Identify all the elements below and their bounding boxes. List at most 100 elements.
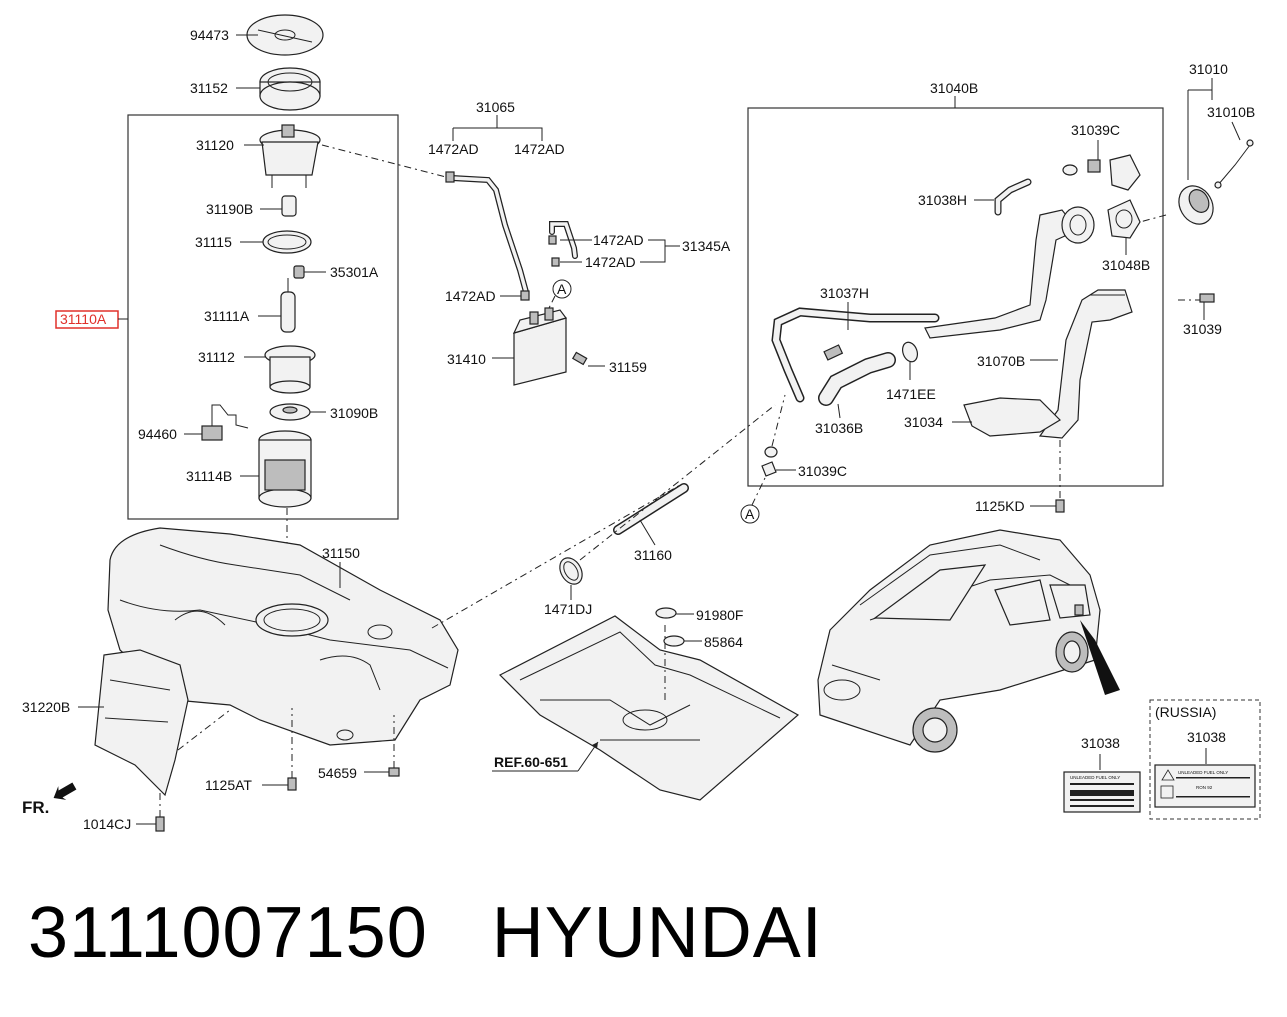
label-31034[interactable]: 31034: [904, 414, 943, 430]
label-35301A[interactable]: 35301A: [330, 264, 379, 280]
label-31120[interactable]: 31120: [196, 137, 234, 153]
label-85864[interactable]: 85864: [704, 634, 743, 650]
label-31114B[interactable]: 31114B: [186, 468, 232, 484]
gasket-94473[interactable]: [246, 14, 324, 56]
clamp-1471DJ[interactable]: [555, 554, 586, 588]
bolt-1125KD[interactable]: [1055, 440, 1065, 513]
label-1472AD-1[interactable]: 1472AD: [428, 141, 479, 157]
bolt-1125AT[interactable]: [287, 708, 297, 791]
strap-31010B[interactable]: [1214, 139, 1254, 189]
footer-title: 3111007150 HYUNDAI: [28, 892, 823, 974]
hose-31036B[interactable]: [818, 352, 896, 406]
bracket-31112[interactable]: [264, 345, 316, 394]
filter-31090B[interactable]: [269, 403, 311, 421]
label-31048B[interactable]: 31048B: [1102, 257, 1150, 273]
label-31039C-top[interactable]: 31039C: [1071, 122, 1120, 138]
canister-31410[interactable]: [512, 307, 568, 386]
connector-35301A[interactable]: [293, 265, 305, 279]
heat-shield-31220B[interactable]: [94, 649, 189, 797]
label-31039[interactable]: 31039: [1183, 321, 1222, 337]
label-54659[interactable]: 54659: [318, 765, 357, 781]
label-31065[interactable]: 31065: [476, 99, 515, 115]
label-1125AT[interactable]: 1125AT: [205, 777, 252, 793]
label-31010[interactable]: 31010: [1189, 61, 1228, 77]
reservoir-31114B[interactable]: [258, 430, 312, 508]
bolt-31159[interactable]: [571, 351, 588, 366]
oring-31115[interactable]: [262, 230, 312, 254]
label-russia[interactable]: (RUSSIA): [1155, 704, 1216, 720]
callout-circle-a-bottom: [740, 504, 760, 524]
callout-circle-a-top: [552, 279, 572, 299]
label-1472AD-4[interactable]: 1472AD: [585, 254, 636, 270]
label-31152[interactable]: 31152: [190, 80, 228, 96]
pipe-31160[interactable]: [613, 483, 689, 535]
label-91980F[interactable]: 91980F: [696, 607, 743, 623]
label-31410[interactable]: 31410: [447, 351, 486, 367]
vapor-pipe-31065[interactable]: [445, 171, 529, 295]
floor-panel[interactable]: [498, 615, 800, 801]
valve-31039[interactable]: [1199, 293, 1215, 303]
label-1471DJ[interactable]: 1471DJ: [544, 601, 592, 617]
valve-31039C-bottom[interactable]: [761, 446, 778, 477]
label-31040B[interactable]: 31040B: [930, 80, 978, 96]
label-1472AD-5[interactable]: 1472AD: [445, 288, 496, 304]
hose-31345A[interactable]: [548, 221, 578, 267]
filler-neck[interactable]: [924, 206, 1095, 339]
label-31039C-bottom[interactable]: 31039C: [798, 463, 847, 479]
part-number: 3111007150: [28, 893, 428, 973]
label-31038-b[interactable]: 31038: [1187, 729, 1226, 745]
label-31038H[interactable]: 31038H: [918, 192, 967, 208]
regulator-31190B[interactable]: [281, 195, 297, 217]
label-31159[interactable]: 31159: [609, 359, 647, 375]
label-94473[interactable]: 94473: [190, 27, 229, 43]
parts-diagram: 94473 31152 31120 31190B: [22, 14, 1261, 832]
label-31070B[interactable]: 31070B: [977, 353, 1025, 369]
label-31115[interactable]: 31115: [195, 234, 232, 250]
bracket-31048B[interactable]: [1107, 199, 1141, 239]
label-31037H[interactable]: 31037H: [820, 285, 869, 301]
label-1014CJ[interactable]: 1014CJ: [83, 816, 131, 832]
label-31345A[interactable]: 31345A: [682, 238, 731, 254]
breather-31038H[interactable]: [994, 178, 1032, 216]
bolt-1014CJ[interactable]: [155, 790, 165, 832]
shield-31034[interactable]: [963, 397, 1061, 437]
label-31010B[interactable]: 31010B: [1207, 104, 1255, 120]
fuel-pump-group: 94473 31152 31120 31190B: [55, 14, 451, 612]
sender-94460[interactable]: [201, 404, 249, 441]
label-31112[interactable]: 31112: [198, 349, 235, 365]
fuel-tank-31150[interactable]: [107, 527, 459, 746]
hose-31037H[interactable]: [771, 307, 940, 403]
front-arrow-icon: [53, 782, 77, 800]
label-31038-a[interactable]: 31038: [1081, 735, 1120, 751]
plug-85864[interactable]: [663, 635, 685, 647]
brand-name: HYUNDAI: [491, 893, 823, 973]
pipe-31070B[interactable]: [1038, 289, 1133, 439]
valve-31039C-top[interactable]: [1062, 154, 1141, 191]
fuel-label-russia-text: UNLEADED FUEL ONLY: [1178, 770, 1228, 775]
label-1125KD[interactable]: 1125KD: [975, 498, 1025, 514]
flange-31120[interactable]: [259, 124, 321, 188]
clamp-1471EE[interactable]: [900, 340, 920, 364]
label-31111A[interactable]: 31111A: [204, 308, 250, 324]
fuel-cap-31010[interactable]: [1172, 180, 1220, 231]
label-fr: FR.: [22, 798, 49, 817]
label-31110A[interactable]: 31110A: [60, 311, 107, 327]
label-1471EE[interactable]: 1471EE: [886, 386, 936, 402]
canister-group: 31065 1472AD 1472AD 1472AD 1472AD 31345A…: [428, 99, 731, 386]
label-94460[interactable]: 94460: [138, 426, 177, 442]
label-1472AD-2[interactable]: 1472AD: [514, 141, 565, 157]
label-31036B[interactable]: 31036B: [815, 420, 863, 436]
russia-frame: [1149, 699, 1261, 820]
fuel-label-russia[interactable]: UNLEADED FUEL ONLY RON 92: [1154, 764, 1256, 808]
ref-60-651[interactable]: REF.60-651: [494, 754, 568, 770]
lock-ring-31152[interactable]: [259, 67, 321, 111]
label-31160[interactable]: 31160: [634, 547, 672, 563]
plug-91980F[interactable]: [655, 607, 677, 619]
label-31090B[interactable]: 31090B: [330, 405, 378, 421]
pump-31111A[interactable]: [280, 278, 296, 333]
label-31150[interactable]: 31150: [322, 545, 360, 561]
label-31220B[interactable]: 31220B: [22, 699, 70, 715]
label-1472AD-3[interactable]: 1472AD: [593, 232, 644, 248]
fuel-label-31038[interactable]: UNLEADED FUEL ONLY: [1063, 771, 1141, 813]
label-31190B[interactable]: 31190B: [206, 201, 253, 217]
